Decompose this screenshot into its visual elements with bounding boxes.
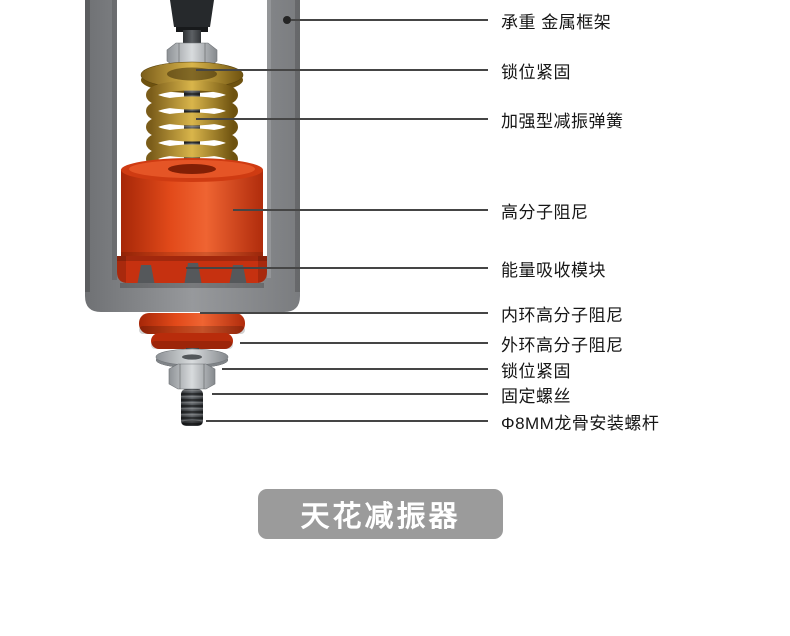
callout-top-lock: 锁位紧固: [196, 59, 571, 82]
callout-label: 承重 金属框架: [501, 12, 612, 32]
callout-energy-module: 能量吸收模块: [186, 257, 606, 280]
callout-label: 加强型减振弹簧: [501, 111, 624, 131]
outer-ring-damper: [151, 333, 233, 349]
callout-mounting-rod: Φ8MM龙骨安装螺杆: [206, 410, 660, 433]
callout-line: [200, 312, 488, 314]
metal-washer: [155, 348, 229, 368]
callout-line: [212, 393, 488, 395]
callout-spring: 加强型减振弹簧: [196, 108, 624, 131]
callout-frame: 承重 金属框架: [283, 9, 612, 32]
inner-ring-damper: [139, 313, 245, 334]
callout-outer-ring: 外环高分子阻尼: [240, 332, 624, 355]
callout-bottom-lock: 锁位紧固: [222, 358, 571, 381]
callout-anchor-dot: [283, 16, 291, 24]
metal-frame: [85, 0, 300, 312]
callout-line: [222, 368, 488, 370]
top-bolt-icon: [170, 0, 214, 47]
callout-line: [196, 69, 488, 71]
callout-label: 高分子阻尼: [501, 202, 589, 222]
callout-inner-ring: 内环高分子阻尼: [200, 302, 624, 325]
callout-line: [291, 19, 488, 21]
callout-label: 锁位紧固: [501, 62, 571, 82]
mounting-screw-rod: [181, 389, 203, 426]
callout-label: 内环高分子阻尼: [501, 305, 624, 325]
lock-hex-nut: [168, 363, 216, 390]
callout-polymer-damper: 高分子阻尼: [233, 199, 589, 222]
callout-line: [206, 420, 488, 422]
polymer-damper-cylinder: [121, 158, 263, 260]
callout-line: [233, 209, 488, 211]
callout-fixing-screw: 固定螺丝: [212, 383, 571, 406]
product-title: 天花减振器: [300, 501, 461, 533]
callout-label: 锁位紧固: [501, 361, 571, 381]
callout-line: [240, 342, 488, 344]
callout-label: 固定螺丝: [501, 386, 571, 406]
callout-label: Φ8MM龙骨安装螺杆: [501, 413, 660, 433]
callout-label: 外环高分子阻尼: [501, 335, 624, 355]
callout-line: [196, 118, 488, 120]
callout-line: [186, 267, 488, 269]
product-title-badge: 天花减振器: [258, 489, 503, 539]
callout-label: 能量吸收模块: [501, 260, 606, 280]
